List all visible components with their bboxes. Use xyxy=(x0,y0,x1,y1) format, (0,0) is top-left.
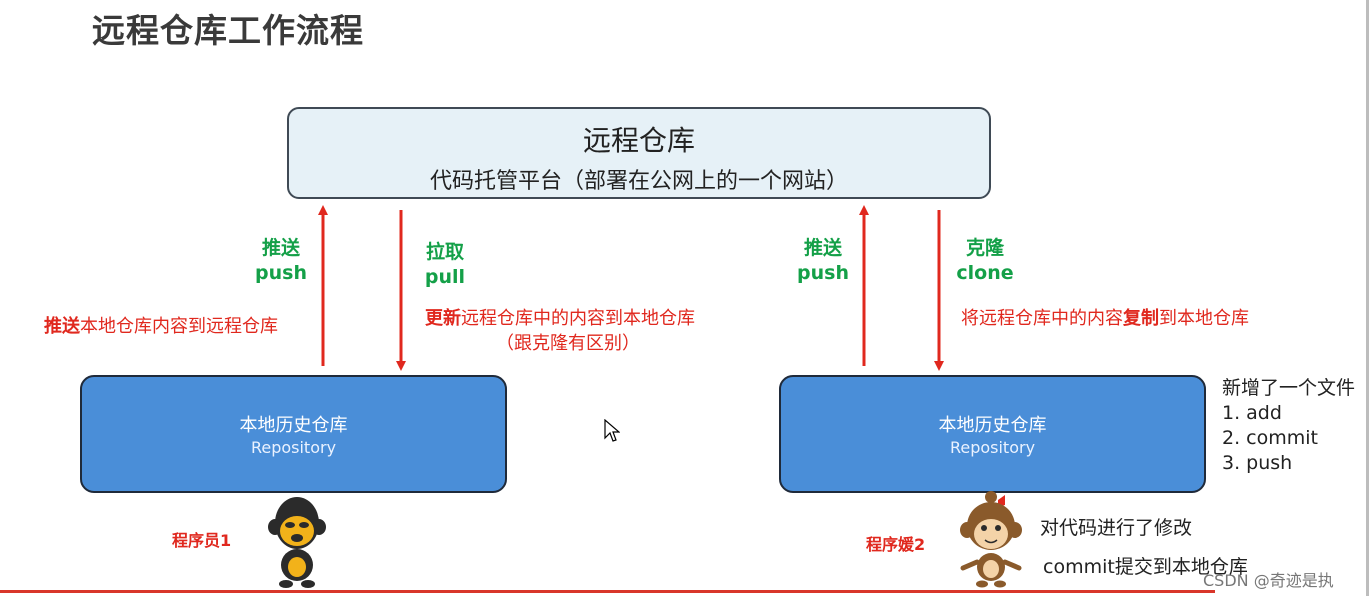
step-item: 1. add xyxy=(1222,402,1282,424)
left-pull-label: 拉取 pull xyxy=(410,240,480,290)
left-pull-cn: 拉取 xyxy=(425,241,464,263)
steps-title: 新增了一个文件 xyxy=(1222,377,1356,399)
right-push-cn: 推送 xyxy=(803,237,842,259)
girl-monkey-avatar-icon xyxy=(960,491,1022,588)
left-repository-title: 本地历史仓库 xyxy=(239,415,348,436)
left-pull-note: （跟克隆有区别） xyxy=(496,333,640,354)
right-clone-description-bold: 复制 xyxy=(1123,308,1159,329)
monkey-avatar-icon xyxy=(268,497,326,588)
right-push-label: 推送 push xyxy=(787,236,859,286)
step-item: 3. push xyxy=(1222,452,1293,474)
left-push-description-rest: 本地仓库内容到远程仓库 xyxy=(80,316,278,337)
left-pull-description: 更新远程仓库中的内容到本地仓库 xyxy=(425,304,695,330)
left-push-label: 推送 push xyxy=(245,236,317,286)
csdn-watermark: CSDN @奇迹是执 xyxy=(1203,571,1334,590)
right-push-en: push xyxy=(797,262,849,284)
right-clone-label: 克隆 clone xyxy=(950,236,1020,286)
left-pull-description-bold: 更新 xyxy=(425,308,461,329)
right-clone-description-pre: 将远程仓库中的内容 xyxy=(961,308,1123,329)
right-clone-en: clone xyxy=(956,262,1014,284)
left-pull-description-rest: 远程仓库中的内容到本地仓库 xyxy=(461,308,695,329)
developer-1-label: 程序员1 xyxy=(172,531,232,550)
left-pull-en: pull xyxy=(424,266,466,288)
right-local-repository-box: 本地历史仓库 Repository xyxy=(779,375,1206,493)
left-repository-subtitle: Repository xyxy=(250,438,337,457)
mouse-cursor-icon xyxy=(604,419,620,442)
left-push-description-bold: 推送 xyxy=(44,316,80,337)
step-item: 2. commit xyxy=(1222,427,1318,449)
right-border xyxy=(1366,0,1369,596)
commit-note: commit提交到本地仓库 xyxy=(1043,556,1248,578)
left-push-en: push xyxy=(255,262,307,284)
developer-2-label: 程序媛2 xyxy=(866,535,926,554)
right-clone-cn: 克隆 xyxy=(965,237,1004,259)
left-local-repository-box: 本地历史仓库 Repository xyxy=(80,375,507,493)
left-push-description: 推送本地仓库内容到远程仓库 xyxy=(44,312,278,338)
remote-repository-box: 远程仓库 代码托管平台（部署在公网上的一个网站） xyxy=(287,107,991,199)
page-title: 远程仓库工作流程 xyxy=(92,11,364,50)
modified-code-note: 对代码进行了修改 xyxy=(1040,517,1193,539)
steps-list: 新增了一个文件 1. add 2. commit 3. push xyxy=(1222,376,1355,476)
remote-repository-subtitle: 代码托管平台（部署在公网上的一个网站） xyxy=(429,169,848,194)
left-push-cn: 推送 xyxy=(261,237,300,259)
right-repository-title: 本地历史仓库 xyxy=(938,415,1047,436)
right-clone-description: 将远程仓库中的内容复制到本地仓库 xyxy=(961,304,1249,330)
right-repository-subtitle: Repository xyxy=(949,438,1036,457)
bottom-divider xyxy=(0,590,1215,593)
right-clone-description-post: 到本地仓库 xyxy=(1159,308,1249,329)
remote-repository-title: 远程仓库 xyxy=(582,124,695,157)
